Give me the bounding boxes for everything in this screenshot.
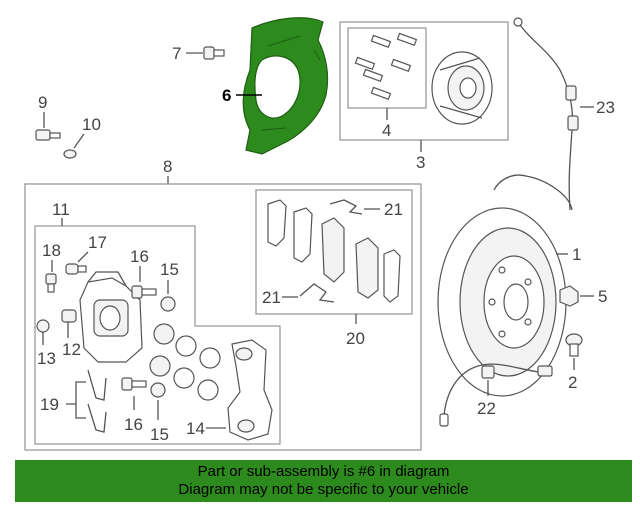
banner-line-1: Part or sub-assembly is #6 in diagram [197,463,450,480]
wheel-hub-icon [431,51,493,125]
label-10: 10 [82,115,101,134]
boot-icon-15b [150,382,166,398]
label-9: 9 [38,93,47,112]
label-13: 13 [37,349,56,368]
label-17: 17 [88,233,107,252]
label-6: 6 [222,86,231,105]
bolt-icon-7 [203,46,225,60]
label-15b: 15 [150,425,169,444]
wire-clip-icon-a [565,85,577,101]
banner-line-2: Diagram may not be specific to your vehi… [178,481,469,498]
boot-icon-15a [160,296,176,312]
hub-bolts-icon-4 [354,32,418,101]
info-banner: Part or sub-assembly is #6 in diagram Di… [15,460,632,502]
label-14: 14 [186,419,205,438]
label-20: 20 [346,329,365,348]
label-8: 8 [163,157,172,176]
label-11: 11 [52,200,70,219]
guide-pin-icon-16b [121,377,147,391]
label-2: 2 [568,373,577,392]
brake-rotor-icon-1[interactable] [437,207,567,397]
wire-clip-icon-b [567,115,579,131]
bleeder-icon-18 [45,273,57,293]
label-5: 5 [598,287,607,306]
label-16b: 16 [124,415,143,434]
label-21b: 21 [262,288,281,307]
brake-pad-kit-box-20 [255,189,413,315]
leader-19 [66,381,86,419]
label-12: 12 [62,340,81,359]
cap-icon-13 [36,319,50,333]
label-22: 22 [477,399,496,418]
leader-17 [77,251,89,263]
sensor-wire-rotor [493,174,573,211]
label-15a: 15 [160,260,179,279]
washer-icon-10 [63,149,77,159]
hub-assembly-box-3 [339,21,509,141]
pistons-icon [149,323,221,401]
label-19: 19 [40,395,59,414]
bleeder-screw-icon-12 [61,309,77,323]
label-18: 18 [42,241,61,260]
pad-clip-icon-21a [329,199,363,215]
sensor-connector-icon [513,17,523,27]
hub-nut-icon-5 [559,285,579,307]
caliper-body-icon [79,271,143,363]
label-4: 4 [382,121,391,140]
caliper-assembly-box-8 [24,183,422,451]
label-1: 1 [572,245,581,264]
guide-pin-icon-16a [131,285,157,299]
caliper-housing-box-11 [34,225,281,445]
screw-icon-2 [565,333,583,357]
sensor-wire-22 [443,363,541,417]
wheel-speed-sensor-icon [537,365,553,377]
label-16a: 16 [130,247,149,266]
label-21a: 21 [384,200,403,219]
label-7: 7 [172,44,181,63]
bolt-icon-9 [35,129,61,141]
sensor-clip-icon-22 [481,365,495,379]
leader-10 [73,133,85,149]
cap-icon-17 [65,263,87,275]
brake-pads-icon [267,199,401,303]
label-3: 3 [416,153,425,172]
spring-clip-icon-19 [87,369,107,433]
dust-shield-part-6[interactable] [242,17,329,155]
sensor-plug-icon [439,413,449,427]
caliper-bracket-icon-14 [227,339,273,441]
label-23: 23 [596,98,615,117]
pad-clip-icon-21b [299,283,335,303]
